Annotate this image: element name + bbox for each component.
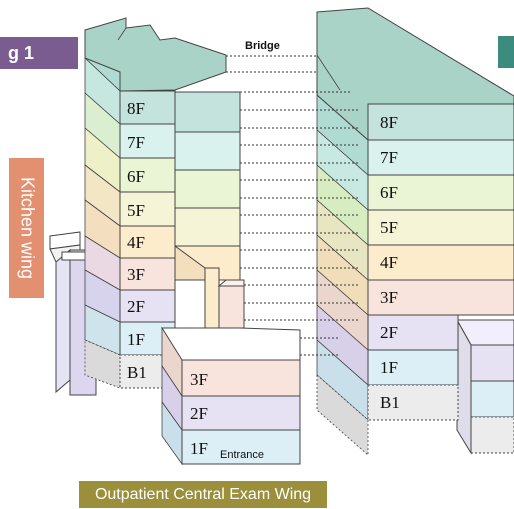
wing1-tag: g 1 [0,37,78,69]
right-building: 8F 7F 6F 5F 4F 3F 2F 1F B1 [316,7,514,456]
right-appendix-block [456,318,514,455]
left-floor-label: 3F [127,265,145,284]
bridge-label: Bridge [245,40,280,52]
right-tab-tag [498,36,514,68]
right-building-front [367,103,514,421]
left-floor-label: B1 [127,363,147,382]
left-floor-label: 8F [127,99,145,118]
right-floor-label: 2F [380,323,398,342]
right-floor-label: 4F [380,253,398,272]
outpatient-floor-label: 2F [190,404,208,423]
outpatient-wing-top [161,327,301,361]
right-floor-label: 8F [380,113,398,132]
left-floor-label: 5F [127,201,145,220]
right-building-side [316,94,369,456]
right-floor-label: 5F [380,218,398,237]
left-building-floor-labels: 8F 7F 6F 5F 4F 3F 2F 1F B1 [127,99,147,382]
right-floor-label: 1F [380,358,398,377]
left-building: 8F 7F 6F 5F 4F 3F 2F 1F B1 [84,17,245,389]
kitchen-wing-label: Kitchen wing [17,176,37,280]
right-floor-label: 6F [380,183,398,202]
outpatient-wing-front [181,359,301,465]
left-building-front [119,90,176,389]
left-building-side [84,28,121,389]
right-building-floor-labels: 8F 7F 6F 5F 4F 3F 2F 1F B1 [380,113,400,412]
outpatient-wing: 3F 2F 1F Entrance [161,326,301,466]
left-building-inner-column [174,91,245,331]
left-floor-label: 6F [127,167,145,186]
outpatient-wing-label: Outpatient Central Exam Wing [94,486,312,503]
left-floor-label: 2F [127,297,145,316]
outpatient-wing-tag: Outpatient Central Exam Wing [79,481,327,508]
outpatient-floor-label: 3F [190,370,208,389]
wing1-tag-label: g 1 [8,43,35,63]
bridge-lines [226,55,360,356]
outpatient-floor-label: 1F [190,439,208,458]
kitchen-wing-tag: Kitchen wing [9,158,44,298]
left-floor-label: 1F [127,330,145,349]
left-floor-label: 7F [127,133,145,152]
entrance-label: Entrance [220,449,264,461]
right-floor-label: 7F [380,148,398,167]
left-floor-label: 4F [127,233,145,252]
outpatient-wing-side [161,326,183,466]
right-floor-label: 3F [380,288,398,307]
right-floor-label: B1 [380,393,400,412]
